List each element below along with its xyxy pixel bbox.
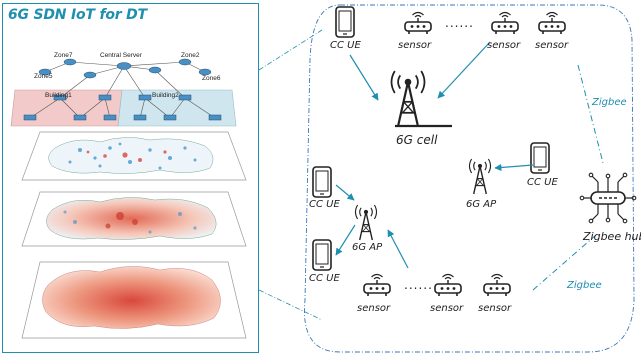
label-zone6: Zone6: [202, 75, 221, 82]
phone-icon-right: [530, 142, 550, 174]
label-sensor-top-1: sensor: [398, 40, 432, 51]
arrow-ap-left-to-ccue: [335, 224, 356, 256]
network-layer: [10, 58, 237, 127]
label-zone5: Zone5: [34, 73, 53, 80]
label-zigbee-bottom: Zigbee: [567, 280, 602, 291]
label-zone2: Zone2: [181, 52, 200, 59]
ap-tower-icon-right: [468, 158, 492, 195]
label-cc-ue-left-top: CC UE: [309, 199, 340, 210]
zigbee-link-top: [577, 64, 604, 164]
arrow-ccue-to-ap-left: [335, 184, 355, 201]
label-zigbee-top: Zigbee: [592, 97, 627, 108]
sensor-icon-top-1: [404, 11, 432, 35]
label-central-server: Central Server: [100, 52, 142, 59]
connector-bottom: [258, 289, 323, 321]
label-building1: Building1: [45, 92, 72, 99]
sensor-icon-bottom-1: [363, 273, 391, 297]
label-zigbee-hub: Zigbee hub: [583, 230, 641, 243]
connector-top: [258, 29, 323, 71]
label-sensor-bottom-2: sensor: [430, 303, 464, 314]
panel-title: 6G SDN IoT for DT: [8, 7, 147, 23]
heatmap-layer-1: [21, 131, 247, 181]
ellipsis-bottom: ......: [404, 278, 433, 292]
phone-icon-left-top: [312, 166, 332, 198]
arrow-sensor-to-cell: [437, 41, 491, 99]
cell-tower-icon: [390, 69, 426, 128]
ellipsis-top: ......: [445, 16, 474, 30]
sensor-icon-top-2: [491, 11, 519, 35]
label-sensor-bottom-1: sensor: [357, 303, 391, 314]
label-6g-ap-left: 6G AP: [352, 242, 383, 253]
arrow-sensor-to-ap-left: [387, 229, 409, 269]
sensor-icon-bottom-2: [434, 273, 462, 297]
label-sensor-top-3: sensor: [535, 40, 569, 51]
label-cc-ue-right: CC UE: [527, 177, 558, 188]
ap-tower-icon-left: [354, 204, 378, 241]
iot-boundary: [304, 4, 635, 353]
sensor-icon-top-3: [538, 11, 566, 35]
phone-icon-top: [335, 6, 355, 38]
label-zone7: Zone7: [54, 52, 73, 59]
label-cc-ue-top: CC UE: [330, 40, 361, 51]
arrow-ccue-to-ap-right: [494, 163, 534, 172]
label-6g-cell: 6G cell: [396, 133, 438, 147]
zigbee-hub-icon: [579, 172, 637, 224]
heatmap-layer-2: [21, 191, 247, 247]
label-6g-ap-right: 6G AP: [466, 199, 497, 210]
label-sensor-top-2: sensor: [487, 40, 521, 51]
heatmap-layer-3: [21, 261, 247, 339]
sensor-icon-bottom-3: [483, 273, 511, 297]
arrow-ccue-to-cell: [349, 54, 379, 101]
label-cc-ue-left-bottom: CC UE: [309, 273, 340, 284]
label-sensor-bottom-3: sensor: [478, 303, 512, 314]
phone-icon-left-bottom: [312, 239, 332, 271]
zigbee-link-bottom: [532, 234, 597, 291]
label-building2: Building2: [152, 92, 179, 99]
